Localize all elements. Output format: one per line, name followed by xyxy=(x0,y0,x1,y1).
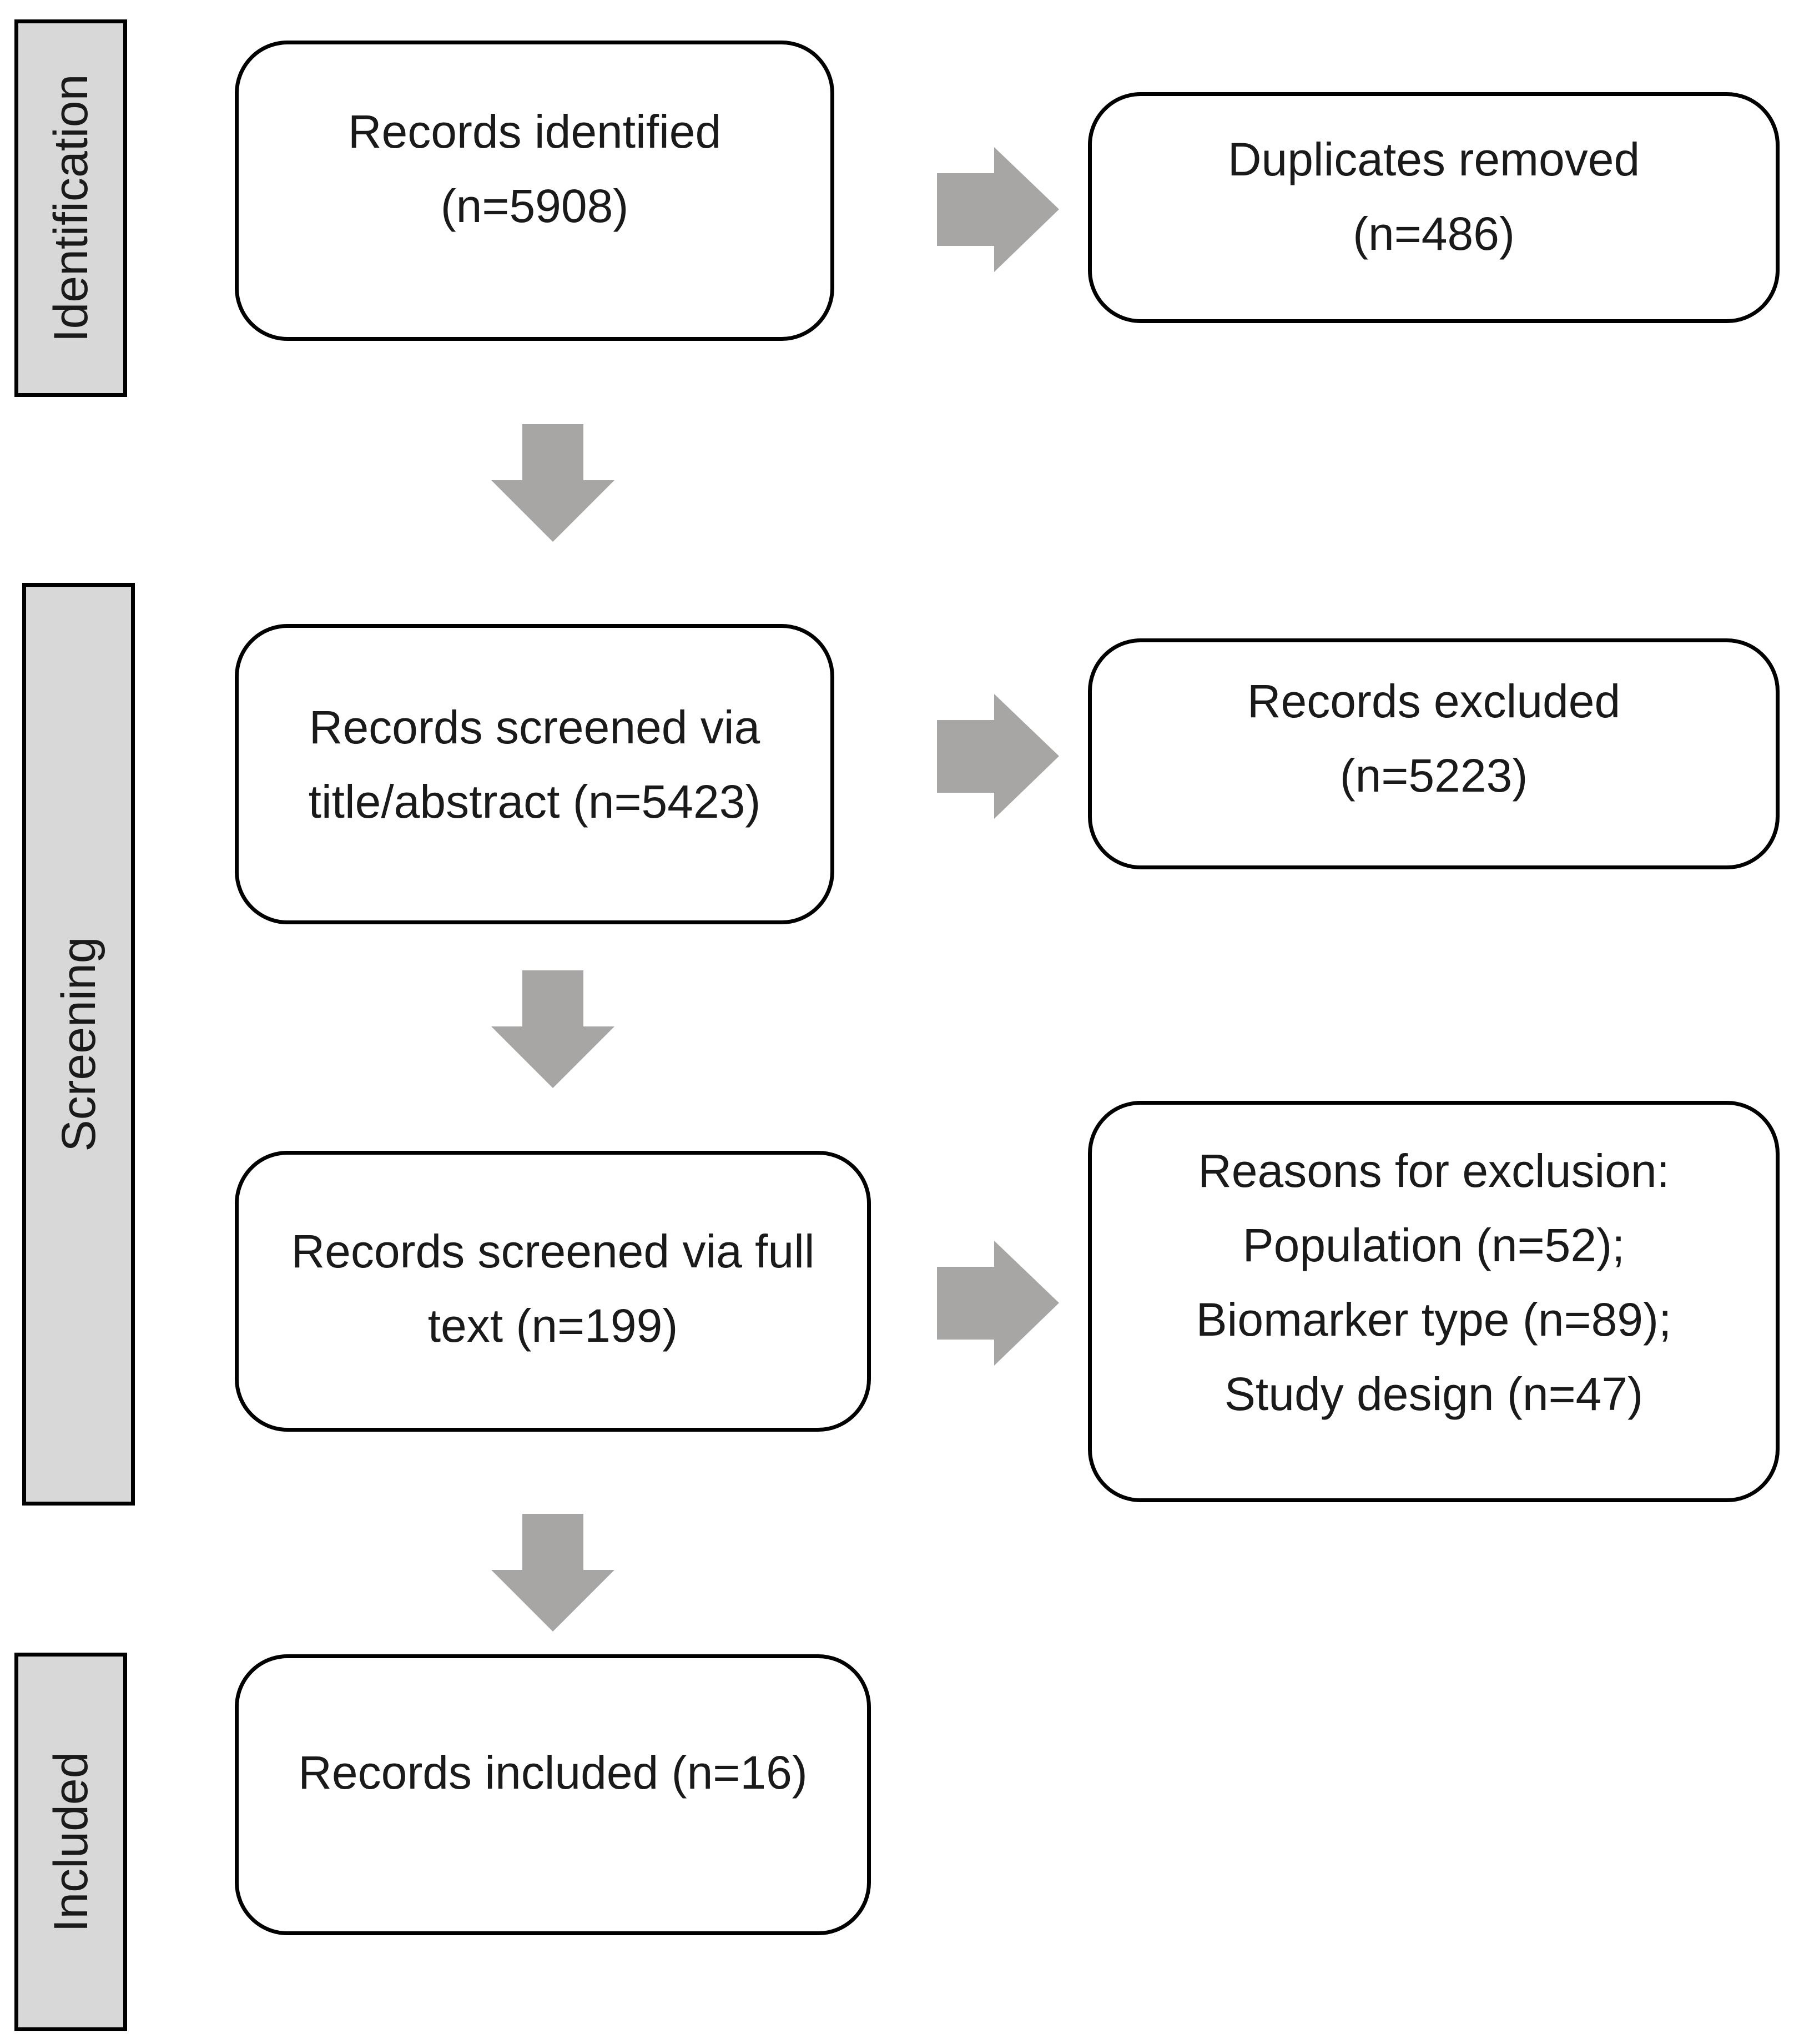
exclusion-heading: Reasons for exclusion: xyxy=(1198,1144,1670,1197)
stage-identification: Identification xyxy=(14,19,127,397)
exclusion-study-design: Study design (n=47) xyxy=(1224,1367,1644,1420)
arrow-down-icon xyxy=(491,1514,614,1632)
arrow-right-icon xyxy=(937,147,1059,272)
stage-screening: Screening xyxy=(22,583,135,1506)
stage-identification-label: Identification xyxy=(44,74,98,343)
arrow-right-icon xyxy=(937,1241,1059,1366)
records-excluded-line-2: (n=5223) xyxy=(1339,749,1528,802)
duplicates-removed-line-2: (n=486) xyxy=(1353,208,1515,260)
screened-full-text-line-1: Records screened via full xyxy=(291,1225,815,1277)
stage-screening-label: Screening xyxy=(52,937,105,1152)
records-included-box: Records included (n=16) xyxy=(235,1654,871,1935)
duplicates-removed-line-1: Duplicates removed xyxy=(1227,133,1640,185)
stage-included-label: Included xyxy=(44,1751,98,1932)
arrow-down-icon xyxy=(491,424,614,542)
reasons-for-exclusion-box: Reasons for exclusion: Population (n=52)… xyxy=(1088,1101,1780,1502)
records-excluded-line-1: Records excluded xyxy=(1247,675,1621,727)
records-identified-box: Records identified (n=5908) xyxy=(235,41,834,341)
arrow-right-icon xyxy=(937,694,1059,819)
records-excluded-box: Records excluded (n=5223) xyxy=(1088,638,1780,869)
records-included-line-1: Records included (n=16) xyxy=(298,1746,808,1799)
screened-title-abstract-line-2: title/abstract (n=5423) xyxy=(308,775,761,828)
exclusion-biomarker-type: Biomarker type (n=89); xyxy=(1196,1293,1672,1346)
records-identified-line-2: (n=5908) xyxy=(440,179,629,232)
exclusion-population: Population (n=52); xyxy=(1242,1219,1625,1271)
arrow-down-icon xyxy=(491,970,614,1088)
screened-full-text-line-2: text (n=199) xyxy=(427,1300,678,1352)
duplicates-removed-box: Duplicates removed (n=486) xyxy=(1088,92,1780,323)
stage-included: Included xyxy=(14,1653,127,2031)
screened-title-abstract-line-1: Records screened via xyxy=(309,701,760,753)
records-identified-line-1: Records identified xyxy=(347,105,722,158)
screened-full-text-box: Records screened via full text (n=199) xyxy=(235,1151,871,1432)
screened-title-abstract-box: Records screened via title/abstract (n=5… xyxy=(235,624,834,924)
